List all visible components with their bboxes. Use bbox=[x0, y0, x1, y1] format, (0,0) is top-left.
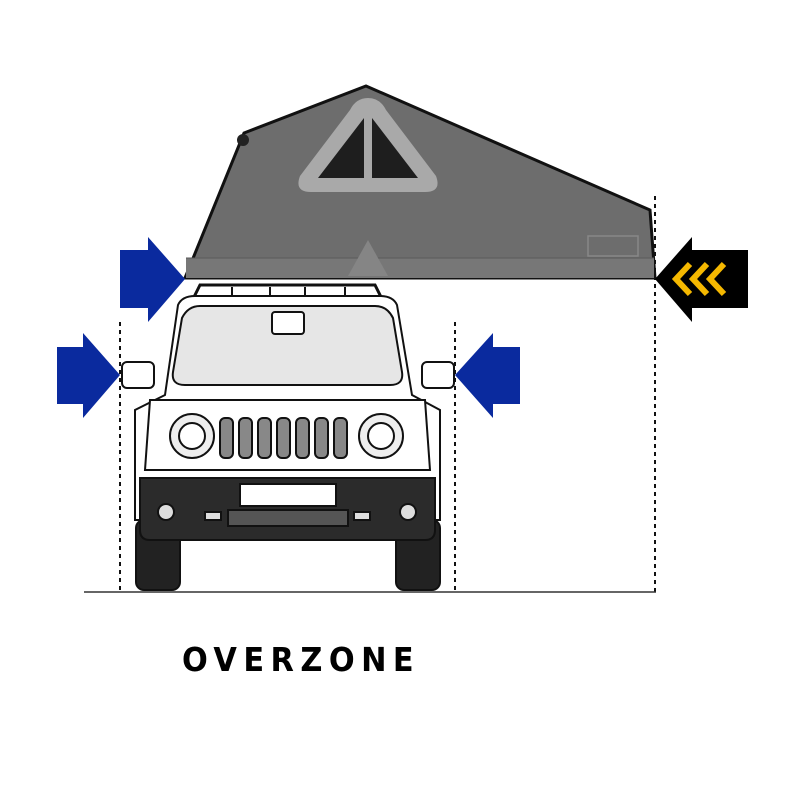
roof-tent bbox=[182, 84, 657, 280]
brand-logo-text: OVERZONE bbox=[182, 640, 421, 679]
arrow-left-icon bbox=[655, 237, 748, 322]
arrow-right-icon bbox=[120, 237, 185, 322]
vehicle-front bbox=[121, 283, 455, 591]
arrow-right-icon bbox=[57, 333, 120, 418]
chevron-icon bbox=[671, 261, 727, 297]
arrow-left-icon bbox=[455, 333, 520, 418]
dimension-guides bbox=[119, 196, 656, 592]
